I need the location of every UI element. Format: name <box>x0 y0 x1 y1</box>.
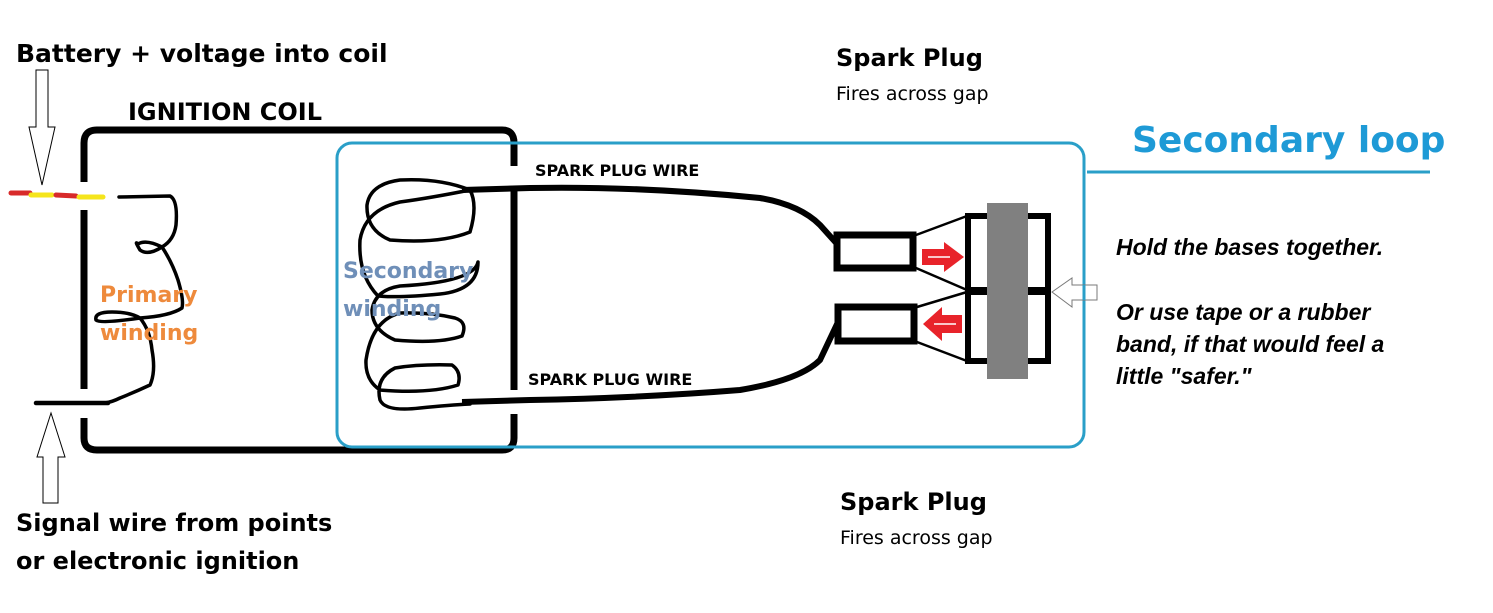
clamp-bar <box>987 203 1028 379</box>
spark-plug-bottom-body <box>834 303 918 345</box>
primary-winding-coil <box>94 194 185 405</box>
signal-wire-label-line1: Signal wire from points <box>16 509 332 537</box>
spark-plug-wire-bottom <box>461 320 841 405</box>
battery-wire <box>8 190 106 200</box>
battery-input-label: Battery + voltage into coil <box>16 39 388 68</box>
spark-plug-tapers <box>915 214 968 363</box>
spark-plug-bottom-title: Spark Plug <box>840 488 987 516</box>
secondary-loop-title: Secondary loop <box>1132 120 1445 161</box>
secondary-winding-label-line2: winding <box>343 297 441 322</box>
spark-plug-top-body <box>833 231 917 272</box>
spark-plug-top-title: Spark Plug <box>836 44 983 72</box>
instruction-line-2: Or use tape or a rubber <box>1116 299 1371 325</box>
spark-plug-wire-bottom-label: SPARK PLUG WIRE <box>528 370 692 389</box>
spark-plug-bottom-subtitle: Fires across gap <box>840 527 993 549</box>
spark-plug-top-subtitle: Fires across gap <box>836 83 989 105</box>
primary-winding-label-line1: Primary <box>100 283 197 308</box>
spark-plug-wire-top <box>461 184 841 248</box>
instruction-line-4: little "safer." <box>1116 363 1253 389</box>
signal-wire-label-line2: or electronic ignition <box>16 547 299 575</box>
spark-plug-wire-top-label: SPARK PLUG WIRE <box>535 161 699 180</box>
ignition-coil-housing <box>80 126 518 454</box>
secondary-winding-label-line1: Secondary <box>343 259 473 284</box>
signal-input-arrow-icon <box>36 411 66 504</box>
primary-winding-label-line2: winding <box>100 321 198 346</box>
instruction-line-1: Hold the bases together. <box>1116 234 1383 260</box>
ignition-coil-title: IGNITION COIL <box>128 98 322 126</box>
instruction-line-3: band, if that would feel a <box>1116 331 1385 357</box>
outline-arrow-left-icon <box>1051 277 1098 308</box>
battery-input-arrow-icon <box>28 69 56 186</box>
secondary-winding-coil <box>358 177 480 411</box>
